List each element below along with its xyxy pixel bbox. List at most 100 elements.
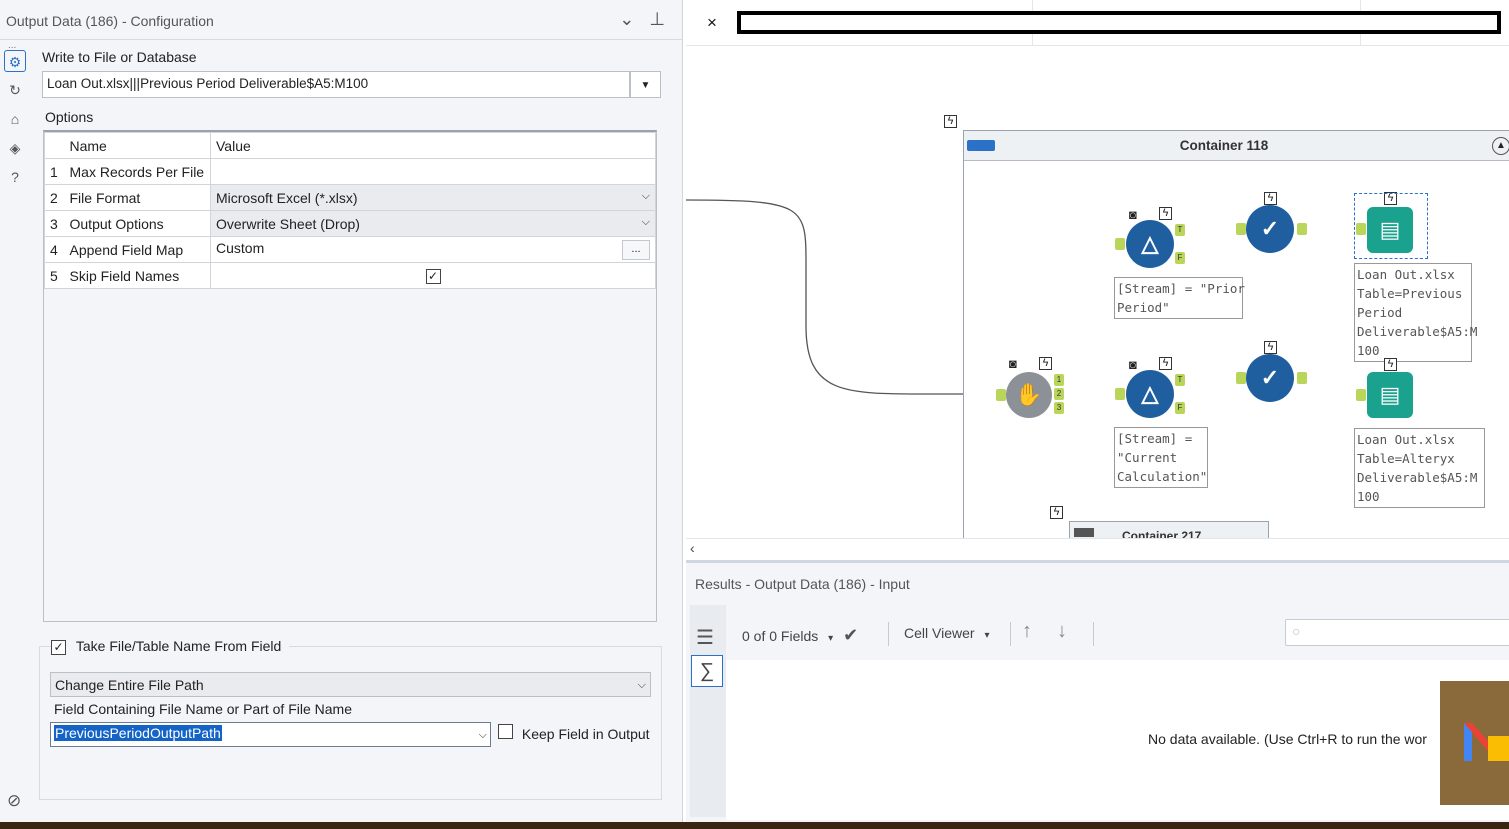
- field-label: Field Containing File Name or Part of Fi…: [54, 701, 353, 717]
- bolt-icon: ϟ: [944, 115, 957, 128]
- rows-icon[interactable]: ☰: [696, 627, 714, 649]
- bolt-icon: ϟ: [1159, 207, 1172, 220]
- port-input: [1236, 372, 1246, 384]
- redacted-tab-title: [737, 11, 1501, 34]
- scroll-left-icon[interactable]: ‹: [690, 540, 695, 556]
- keep-field-row[interactable]: Keep Field in Output: [498, 724, 650, 742]
- results-body: [726, 660, 1509, 820]
- arrow-up-icon[interactable]: ↑: [1022, 620, 1032, 642]
- grid-corner: [44, 132, 65, 159]
- output-options-select[interactable]: Overwrite Sheet (Drop)⌵: [210, 210, 656, 237]
- caret-down-icon: ▼: [640, 80, 651, 91]
- port-input: [1356, 389, 1366, 401]
- container-title: Container 118: [1179, 138, 1269, 153]
- cube-icon[interactable]: ◈: [9, 140, 21, 156]
- port-false: F: [1175, 402, 1185, 414]
- field-select[interactable]: PreviousPeriodOutputPath ⌵: [50, 722, 491, 747]
- status-check-icon: ⊘: [7, 791, 22, 810]
- connection-icon[interactable]: ↻: [9, 82, 21, 98]
- gmail-overlay[interactable]: [1440, 681, 1509, 805]
- port-input: [1236, 223, 1246, 235]
- caret-down-icon: ▾: [984, 630, 990, 641]
- filter-tool-current[interactable]: △: [1126, 370, 1174, 418]
- toolbar-divider: [1093, 622, 1094, 646]
- arrow-down-icon[interactable]: ↓: [1057, 620, 1067, 642]
- config-header: Output Data (186) - Configuration ⌄ ⊥: [0, 0, 683, 40]
- toolbar-divider: [888, 622, 889, 646]
- bolt-icon: ϟ: [1264, 192, 1277, 205]
- gear-icon[interactable]: ⚙: [4, 50, 26, 72]
- pin-icon[interactable]: ⊥: [649, 9, 665, 29]
- write-file-input[interactable]: Loan Out.xlsx|||Previous Period Delivera…: [42, 71, 630, 98]
- append-field-map-cell[interactable]: Custom...: [210, 236, 656, 263]
- browse-icon: ◙: [1009, 356, 1017, 371]
- row-name: Output Options: [64, 210, 211, 237]
- keep-field-label: Keep Field in Output: [521, 726, 650, 742]
- browse-icon: ◙: [1129, 207, 1137, 222]
- change-mode-select[interactable]: Change Entire File Path ⌵: [50, 672, 651, 697]
- select-tool-prior[interactable]: ✓: [1246, 205, 1294, 253]
- write-label: Write to File or Database: [42, 49, 197, 65]
- close-icon[interactable]: ×: [707, 13, 717, 32]
- fields-count: 0 of 0 Fields: [742, 628, 819, 644]
- container-toggle-icon[interactable]: [967, 140, 995, 151]
- bolt-icon: ϟ: [1039, 357, 1052, 370]
- port-true: T: [1175, 374, 1185, 386]
- table-row[interactable]: 2 File Format Microsoft Excel (*.xlsx)⌵: [44, 184, 656, 211]
- tag-icon[interactable]: ⌂: [10, 111, 20, 127]
- container-toggle-icon[interactable]: [1074, 528, 1094, 537]
- row-number: 4: [44, 236, 65, 263]
- row-number: 3: [44, 210, 65, 237]
- take-file-checkbox[interactable]: ✓: [51, 640, 66, 655]
- select-tool-current[interactable]: ✓: [1246, 354, 1294, 402]
- chevron-down-icon: ⌵: [637, 679, 646, 691]
- check-icon[interactable]: ✔: [843, 625, 859, 645]
- table-row[interactable]: 5 Skip Field Names ✓: [44, 262, 656, 289]
- port-output: [1297, 372, 1307, 384]
- grid-header-row: Name Value: [44, 132, 656, 159]
- take-file-group: [39, 646, 662, 800]
- browse-icon: ◙: [1129, 357, 1137, 372]
- file-format-select[interactable]: Microsoft Excel (*.xlsx)⌵: [210, 184, 656, 211]
- canvas-hscroll[interactable]: [686, 538, 1509, 560]
- bolt-icon: ϟ: [1384, 358, 1397, 371]
- fields-selector[interactable]: 0 of 0 Fields ▾ ✔: [742, 625, 858, 646]
- filter-tool-prior[interactable]: △: [1126, 220, 1174, 268]
- bolt-icon: ϟ: [1264, 341, 1277, 354]
- block-until-done-tool[interactable]: ✋: [1006, 372, 1052, 418]
- port-1: 1: [1054, 374, 1064, 386]
- config-title: Output Data (186) - Configuration: [6, 13, 214, 29]
- no-data-message: No data available. (Use Ctrl+R to run th…: [1148, 731, 1427, 747]
- max-records-field[interactable]: [210, 158, 656, 185]
- keep-field-checkbox[interactable]: [498, 724, 513, 739]
- write-dropdown-button[interactable]: ▼: [630, 71, 661, 98]
- table-row[interactable]: 3 Output Options Overwrite Sheet (Drop)⌵: [44, 210, 656, 237]
- help-icon[interactable]: ?: [11, 169, 19, 185]
- row-number: 2: [44, 184, 65, 211]
- container-217[interactable]: Container 217: [1069, 521, 1269, 538]
- grid-header-name: Name: [64, 132, 211, 159]
- take-file-checkbox-row[interactable]: ✓ Take File/Table Name From Field: [51, 638, 290, 655]
- append-field-map-value: Custom: [216, 239, 265, 256]
- port-input: [1115, 388, 1125, 400]
- skip-field-names-checkbox[interactable]: ✓: [425, 269, 441, 284]
- results-side-toolbar: ☰ ∑: [690, 605, 726, 817]
- output-data-tool-prior[interactable]: ▤: [1367, 207, 1413, 253]
- gmail-icon: [1464, 723, 1509, 761]
- collapse-icon[interactable]: ▲: [1492, 137, 1509, 155]
- port-input: [996, 389, 1006, 401]
- cell-viewer-button[interactable]: Cell Viewer ▾: [904, 625, 989, 641]
- output-data-tool-current[interactable]: ▤: [1367, 372, 1413, 418]
- row-name: Append Field Map: [64, 236, 211, 263]
- sigma-icon[interactable]: ∑: [691, 655, 723, 687]
- results-search-input[interactable]: ○: [1285, 619, 1509, 646]
- check-icon: ✓: [1260, 216, 1280, 241]
- chevron-down-icon[interactable]: ⌄: [619, 9, 635, 29]
- table-row[interactable]: 4 Append Field Map Custom...: [44, 236, 656, 263]
- table-row[interactable]: 1 Max Records Per File: [44, 158, 656, 185]
- annotation-filter-current: [Stream] = "Current Calculation": [1114, 427, 1208, 488]
- annotation-filter-prior: [Stream] = "Prior Period": [1114, 277, 1245, 319]
- check-icon: ✓: [1260, 365, 1280, 390]
- ellipsis-button[interactable]: ...: [622, 239, 650, 260]
- search-icon: ○: [1292, 623, 1301, 639]
